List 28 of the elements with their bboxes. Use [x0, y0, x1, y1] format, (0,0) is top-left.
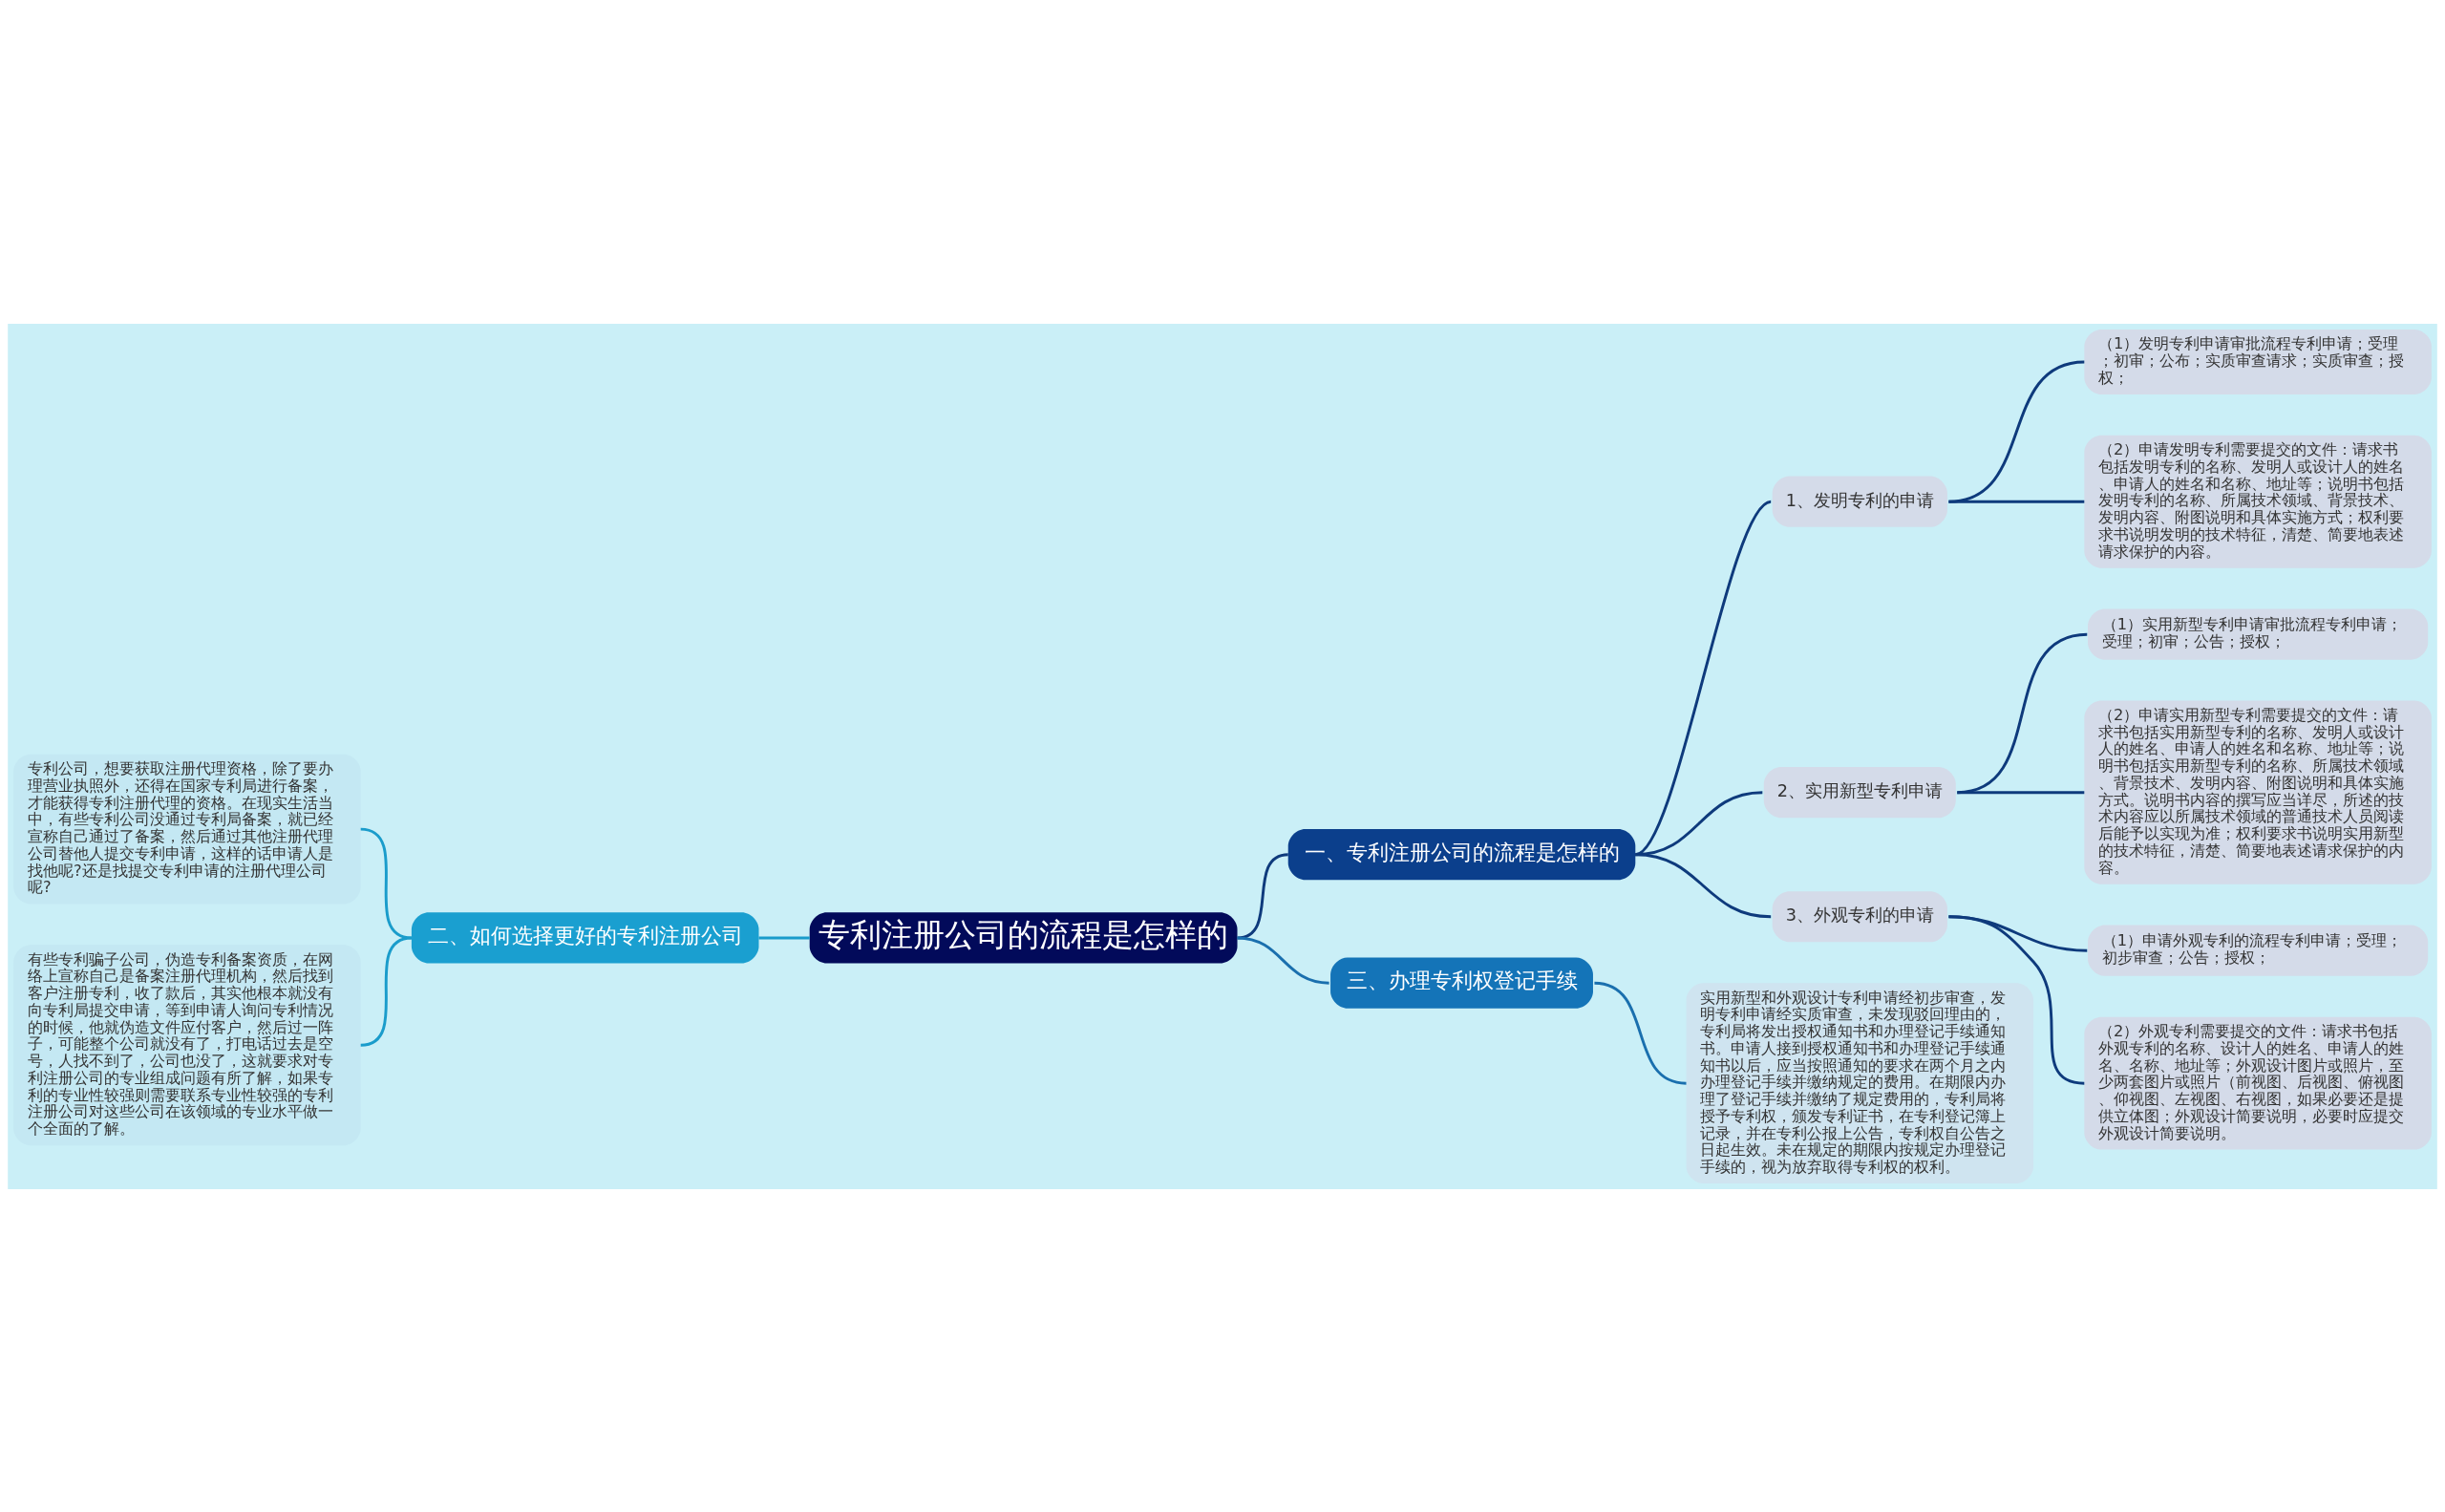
- connector: [360, 935, 413, 1047]
- node-box: 三、办理专利权登记手续: [1330, 957, 1593, 1009]
- connector: [1957, 632, 2088, 794]
- node-box: （2）申请实用新型专利需要提交的文件：请求书包括实用新型专利的名称、发明人或设计人的姓名、申请人的姓名和名称、地址等；说明书包括实用新型专利的名称、所属技术领域、背景技术、发明内容、附图说明和具体实施方式。说明书内容的撰写应当详尽，所述的技术内容应以所属技术领域的普通技术人员阅读后能予以实现为准；权利要求书说明实用新型的技术特征，清楚、简要地表述请求保护的内容。: [2084, 700, 2432, 884]
- node-box: 二、如何选择更好的专利注册公司: [411, 911, 759, 963]
- node-box: 实用新型和外观设计专利申请经初步审查，发明专利申请经实质审查，未发现驳回理由的，专利局将发出授权通知书和办理登记手续通知书。申请人接到授权通知书和办理登记手续通知书以后，应当按照通知的要求在两个月之内办理登记手续并缴纳规定的费用。在期限内办理了登记手续并缴纳了规定费用的，专利局将授予专利权，颁发专利证书，在专利登记簿上记录，并在专利公报上公告，专利权自公告之日起生效。未在规定的期限内按规定办理登记手续的，视为放弃取得专利权的权利。: [1686, 982, 2034, 1183]
- node-box: 3、外观专利的申请: [1772, 890, 1947, 942]
- connector: [758, 935, 810, 939]
- connector: [1594, 981, 1687, 1085]
- node-box: 专利注册公司的流程是怎样的: [809, 911, 1238, 963]
- connector: [1948, 500, 2085, 503]
- node-box: （2）申请发明专利需要提交的文件：请求书包括发明专利的名称、发明人或设计人的姓名、申请人的姓名和名称、地址等；说明书包括发明专利的名称、所属技术领域、背景技术、发明内容、附图说明和具体实施方式；权利要求书说明发明的技术特征，清楚、简要地表述请求保护的内容。: [2084, 435, 2432, 568]
- connector: [1957, 790, 2085, 794]
- connector: [1948, 359, 2085, 503]
- node-box: （2）外观专利需要提交的文件：请求书包括外观专利的名称、设计人的姓名、申请人的姓名、名称、地址等；外观设计图片或照片，至少两套图片或照片（前视图、后视图、俯视图、仰视图、左视图、右视图，如果必要还是提供立体图；外观设计简要说明，必要时应提交外观设计简要说明。: [2084, 1016, 2432, 1150]
- connector: [1237, 935, 1329, 985]
- node-box: （1）申请外观专利的流程专利申请；受理；初步审查；公告；授权；: [2088, 925, 2429, 976]
- connector: [360, 827, 413, 939]
- node-box: 2、实用新型专利申请: [1763, 766, 1956, 818]
- connector: [1635, 852, 1772, 918]
- node-box: 专利公司，想要获取注册代理资格，除了要办理营业执照外，还得在国家专利局进行备案，才能获得专利注册代理的资格。在现实生活当中，有些专利公司没通过专利局备案，就已经宣称自己通过了备案，然后通过其他注册代理公司替他人提交专利申请，这样的话申请人是找他呢?还是找提交专利申请的注册代理公司呢?: [13, 754, 361, 904]
- connector: [1237, 852, 1288, 939]
- node-box: 一、专利注册公司的流程是怎样的: [1287, 828, 1636, 880]
- node-box: 1、发明专利的申请: [1772, 476, 1947, 527]
- node-box: （1）实用新型专利申请审批流程专利申请；受理；初审；公告；授权；: [2088, 608, 2429, 660]
- node-box: 有些专利骗子公司，伪造专利备案资质，在网络上宣称自己是备案注册代理机构，然后找到客户注册专利，收了款后，其实他根本就没有向专利局提交申请，等到申请人询问专利情况的时候，他就伪造文件应付客户，然后过一阵子，可能整个公司就没有了，打电话过去是空号，人找不到了，公司也没了，这就要求对专利注册公司的专业组成问题有所了解，如果专利的专业性较强则需要联系专业性较强的专利注册公司对这些公司在该领域的专业水平做一个全面的了解。: [13, 944, 361, 1145]
- connector: [1948, 914, 2085, 1085]
- node-box: （1）发明专利申请审批流程专利申请；受理；初审；公布；实质审查请求；实质审查；授权；: [2084, 329, 2432, 394]
